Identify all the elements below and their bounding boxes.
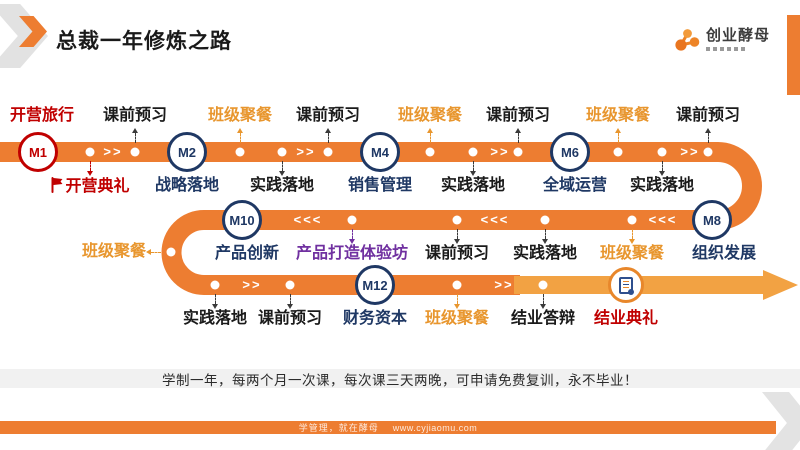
note-text: 学制一年，每两个月一次课，每次课三天两晚，可申请免费复训，永不毕业！ [162, 372, 638, 388]
milestone-m8: M8 [692, 200, 732, 240]
label-arrow [86, 161, 94, 176]
road-dot-label: 实践落地 [629, 177, 695, 194]
milestone-label: 财务资本 [342, 310, 408, 327]
label-arrow [426, 128, 434, 143]
label-arrow [539, 294, 547, 309]
road-dot-label: 产品打造体验坊 [295, 245, 409, 262]
road-dot-label: 课前预习 [295, 107, 361, 124]
right-edge-accent-bar [787, 15, 800, 95]
milestone-label: 产品创新 [214, 245, 280, 262]
label-arrow [324, 128, 332, 143]
logo-text: 创业酵母 [705, 27, 770, 44]
road-dot-label: 实践落地 [440, 177, 506, 194]
milestone-m4: M4 [360, 132, 400, 172]
road-dot [540, 215, 550, 225]
molecule-logo-icon [675, 29, 700, 51]
road-dot [538, 280, 548, 290]
road-direction-chevrons: >> [296, 144, 316, 160]
road-dot-label: 开营典礼 [50, 177, 130, 196]
label-arrow [453, 294, 461, 309]
road-dot [468, 147, 478, 157]
milestone-label: 开营旅行 [9, 107, 75, 124]
label-arrow [628, 229, 636, 244]
milestone-label: 战略落地 [154, 177, 220, 194]
road-dot [235, 147, 245, 157]
logo: 创业酵母 [674, 28, 770, 54]
milestone-label: 组织发展 [691, 245, 757, 262]
label-arrow [286, 294, 294, 309]
road-dot [85, 147, 95, 157]
road-dot-label: 班级聚餐 [585, 107, 651, 124]
road-arrowhead [763, 270, 798, 300]
road-dot-label: 课前预习 [485, 107, 551, 124]
road-dot-label: 班级聚餐 [207, 107, 273, 124]
road-dot [452, 280, 462, 290]
label-arrow [236, 128, 244, 143]
note-band: 学制一年，每两个月一次课，每次课三天两晚，可申请免费复训，永不毕业！ [0, 369, 800, 388]
label-arrow [146, 248, 161, 256]
label-arrow [704, 128, 712, 143]
road-direction-chevrons: >> [490, 144, 510, 160]
road-dot [166, 247, 176, 257]
road-direction-chevrons: >> [494, 277, 514, 293]
road-dot [347, 215, 357, 225]
milestone-m2: M2 [167, 132, 207, 172]
label-arrow [658, 161, 666, 176]
road-direction-chevrons: <<< [480, 212, 510, 228]
milestone-m10: M10 [222, 200, 262, 240]
road-dot [452, 215, 462, 225]
footer-slogan: 学管理，就在酵母 [298, 423, 379, 433]
road-dot-label: 课前预习 [675, 107, 741, 124]
label-arrow [453, 229, 461, 244]
road-dot-label: 课前预习 [424, 245, 490, 262]
road-direction-chevrons: >> [103, 144, 123, 160]
label-arrow [211, 294, 219, 309]
label-arrow [541, 229, 549, 244]
footer-url: www.cyjiaomu.com [392, 422, 478, 433]
label-arrow [131, 128, 139, 143]
milestone-m1: M1 [18, 132, 58, 172]
logo-tagline-marks [705, 47, 770, 51]
road-dot-label: 实践落地 [182, 310, 248, 327]
road-dot [130, 147, 140, 157]
road-dot [285, 280, 295, 290]
road-dot [613, 147, 623, 157]
finish-label: 结业典礼 [593, 310, 659, 327]
road-dot [425, 147, 435, 157]
milestone-label: 销售管理 [347, 177, 413, 194]
certificate-icon [619, 276, 634, 295]
label-arrow [469, 161, 477, 176]
road-dot-label: 课前预习 [257, 310, 323, 327]
road-dot-label: 课前预习 [102, 107, 168, 124]
road-dot-label: 班级聚餐 [397, 107, 463, 124]
page-title: 总裁一年修炼之路 [56, 30, 232, 53]
flag-icon [50, 177, 63, 193]
road-dot-label: 班级聚餐 [599, 245, 665, 262]
road-dot [277, 147, 287, 157]
label-arrow [278, 161, 286, 176]
road-dot-label: 班级聚餐 [424, 310, 490, 327]
label-arrow [514, 128, 522, 143]
road-dot-label: 班级聚餐 [81, 243, 146, 260]
road-dot-label: 实践落地 [249, 177, 315, 194]
road-direction-chevrons: <<< [293, 212, 323, 228]
road-dot [657, 147, 667, 157]
milestone-m6: M6 [550, 132, 590, 172]
road-direction-chevrons: >> [242, 277, 262, 293]
road-dot [627, 215, 637, 225]
milestone-label: 全域运营 [542, 177, 608, 194]
road-dot [703, 147, 713, 157]
footer-bar: 学管理，就在酵母 www.cyjiaomu.com [0, 421, 776, 434]
graduation-certificate-badge [608, 267, 644, 303]
road-dot [210, 280, 220, 290]
road-dot-label: 结业答辩 [510, 310, 576, 327]
label-arrow [348, 229, 356, 244]
milestone-m12: M12 [355, 265, 395, 305]
road-dot [323, 147, 333, 157]
label-arrow [614, 128, 622, 143]
road-dot-label: 实践落地 [512, 245, 578, 262]
road-direction-chevrons: >> [680, 144, 700, 160]
road-dot [513, 147, 523, 157]
road-direction-chevrons: <<< [648, 212, 678, 228]
